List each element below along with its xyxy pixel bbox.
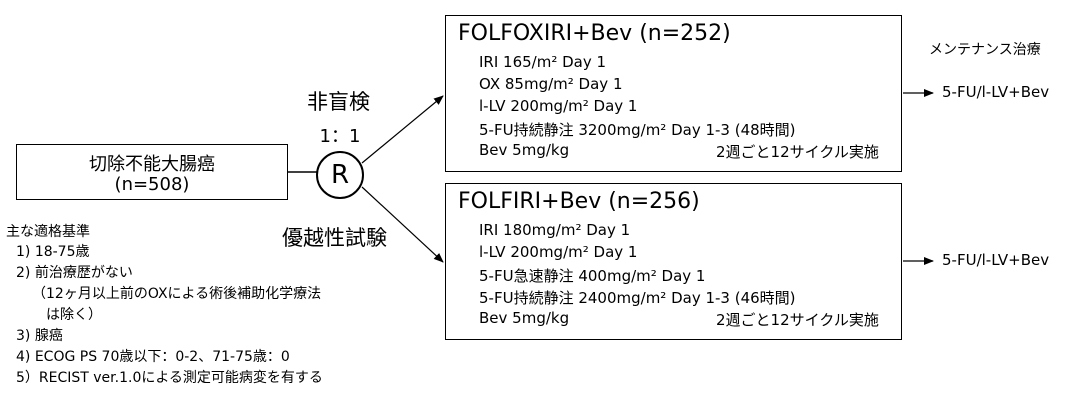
arm2-line-1: IRI 180mg/m² Day 1 bbox=[479, 221, 631, 239]
arm2-line-3: 5-FU急速静注 400mg/m² Day 1 bbox=[479, 267, 706, 285]
arm1-box: FOLFOXIRI+Bev (n=252) IRI 165/m² Day 1 O… bbox=[445, 15, 902, 172]
arm1-line-4: 5-FU持続静注 3200mg/m² Day 1-3 (48時間) bbox=[479, 121, 796, 139]
eligibility-item-2-note-b: は除く） bbox=[46, 307, 102, 323]
maintenance-arm1: 5-FU/l-LV+Bev bbox=[942, 83, 1050, 101]
maintenance-heading: メンテナンス治療 bbox=[929, 42, 1041, 58]
eligibility-item-2-note-a: （12ヶ月以上前のOXによる術後補助化学療法 bbox=[32, 286, 322, 302]
population-n: (n=508) bbox=[114, 174, 190, 195]
arm2-box: FOLFIRI+Bev (n=256) IRI 180mg/m² Day 1 l… bbox=[445, 183, 902, 340]
randomization-symbol: R bbox=[330, 160, 350, 190]
eligibility-item-5: 5）RECIST ver.1.0による測定可能病変を有する bbox=[16, 370, 323, 386]
population-box: 切除不能大腸癌 (n=508) bbox=[16, 144, 288, 200]
arm1-line-5: Bev 5mg/kg bbox=[479, 141, 570, 159]
arm2-schedule: 2週ごと12サイクル実施 bbox=[716, 311, 879, 329]
arm2-line-2: l-LV 200mg/m² Day 1 bbox=[479, 243, 638, 261]
arm2-title: FOLFIRI+Bev (n=256) bbox=[458, 189, 700, 214]
arm2-line-4: 5-FU持続静注 2400mg/m² Day 1-3 (46時間) bbox=[479, 289, 796, 307]
eligibility-item-2: 2) 前治療歴がない bbox=[16, 265, 133, 281]
design-label-open: 非盲検 bbox=[307, 90, 370, 114]
maintenance-arm2: 5-FU/l-LV+Bev bbox=[942, 251, 1050, 269]
arm1-line-1: IRI 165/m² Day 1 bbox=[479, 53, 607, 71]
eligibility-item-4: 4) ECOG PS 70歳以下：0-2、71-75歳：0 bbox=[16, 349, 290, 365]
design-label-superiority: 優越性試験 bbox=[282, 226, 387, 250]
eligibility-heading: 主な適格基準 bbox=[6, 224, 90, 240]
arm1-line-3: l-LV 200mg/m² Day 1 bbox=[479, 97, 638, 115]
randomization-ratio: 1：1 bbox=[319, 126, 361, 147]
eligibility-item-1: 1) 18-75歳 bbox=[16, 244, 90, 260]
population-label: 切除不能大腸癌 bbox=[89, 154, 215, 175]
eligibility-item-3: 3) 腺癌 bbox=[16, 328, 63, 344]
arm1-line-2: OX 85mg/m² Day 1 bbox=[479, 75, 623, 93]
arm2-line-5: Bev 5mg/kg bbox=[479, 309, 570, 327]
arm1-schedule: 2週ごと12サイクル実施 bbox=[716, 143, 879, 161]
arm1-title: FOLFOXIRI+Bev (n=252) bbox=[458, 21, 731, 46]
